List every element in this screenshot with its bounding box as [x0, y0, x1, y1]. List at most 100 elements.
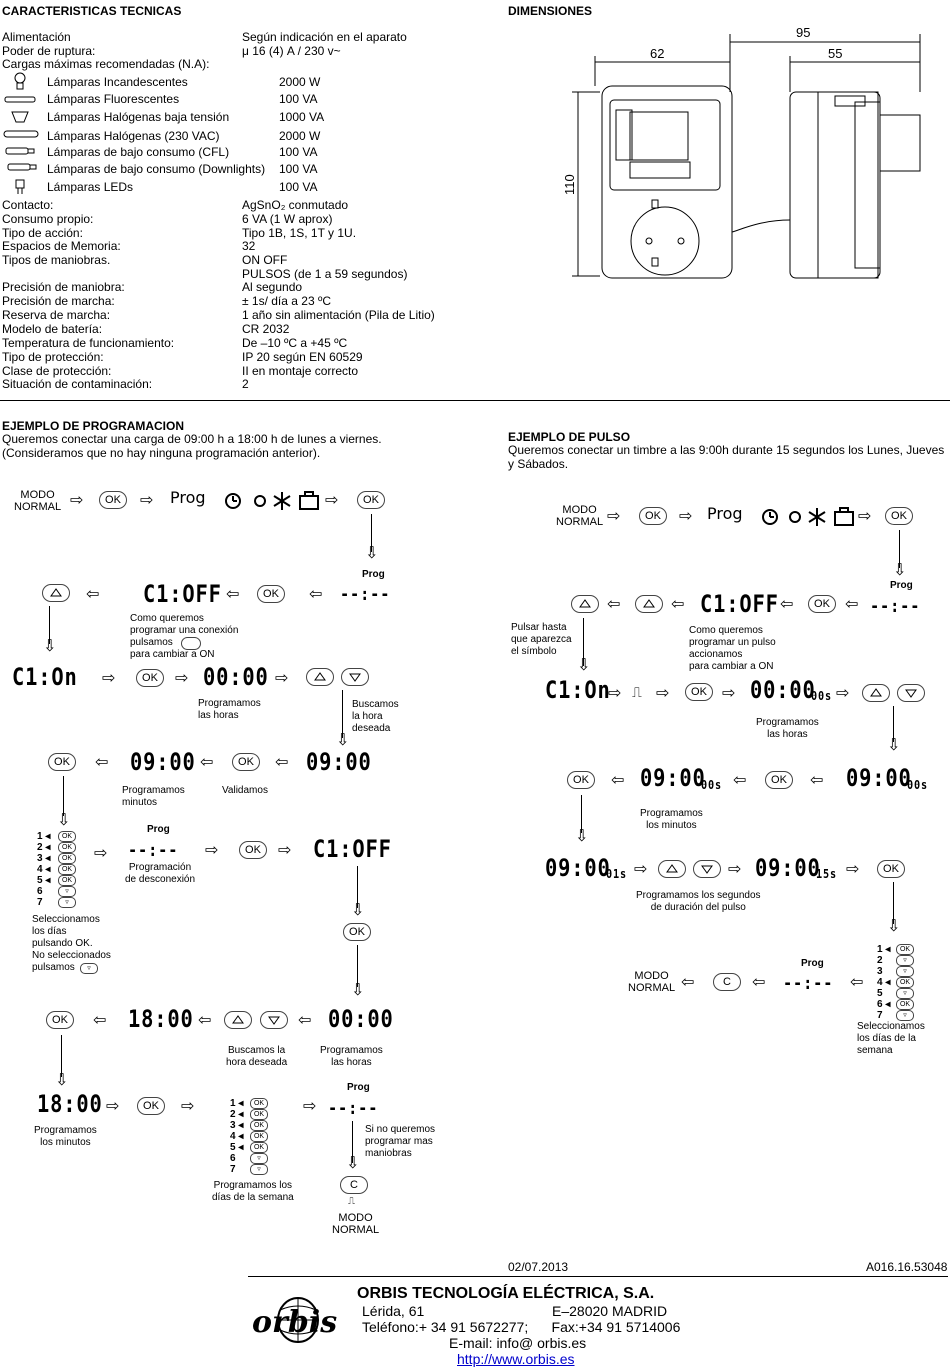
- ok-button[interactable]: OK: [99, 491, 127, 509]
- up-button[interactable]: [224, 1011, 252, 1029]
- mode-icons: [225, 491, 319, 510]
- ok-button-small: OK: [896, 999, 914, 1010]
- left-arrow-icon: ⇦: [733, 770, 747, 789]
- up-button[interactable]: [306, 668, 334, 686]
- dashes-display: --:--: [128, 840, 179, 861]
- ok-button[interactable]: OK: [877, 860, 905, 878]
- up-button[interactable]: [862, 684, 890, 702]
- down-arrow-icon: ⇩: [893, 560, 907, 579]
- footer-website-link[interactable]: http://www.orbis.es: [457, 1351, 575, 1367]
- load-value: 100 VA: [279, 180, 318, 194]
- ok-button[interactable]: OK: [808, 595, 836, 613]
- up-button[interactable]: [635, 595, 663, 613]
- left-arrow-icon: ⇦: [198, 1010, 212, 1029]
- ok-button[interactable]: OK: [765, 771, 793, 789]
- down-arrow-icon: ⇩: [351, 900, 365, 919]
- spec-label: Precisión de marcha:: [2, 294, 115, 308]
- down-button-small: ▿: [896, 1010, 914, 1021]
- up-button[interactable]: [658, 860, 686, 878]
- right-arrow-icon: ⇨: [679, 506, 693, 525]
- note-si-no: Si no queremos programar mas maniobras: [365, 1124, 436, 1159]
- day-number: 6: [230, 1153, 236, 1164]
- note-minutos3: Programamos los minutos: [640, 808, 703, 831]
- right-arrow-icon: ⇨: [140, 490, 154, 509]
- down-button-small: ▿: [58, 897, 76, 908]
- ok-button[interactable]: OK: [567, 771, 595, 789]
- ok-button[interactable]: OK: [232, 753, 260, 771]
- ok-button-small: OK: [896, 944, 914, 955]
- ok-button-small: OK: [58, 842, 76, 853]
- dashes-display: --:--: [870, 596, 921, 617]
- right-arrow-icon: ⇨: [728, 859, 742, 878]
- left-arrow-icon: ⇦: [200, 752, 214, 771]
- left-arrow-icon: ⇦: [607, 594, 621, 613]
- c-button[interactable]: C: [340, 1176, 368, 1194]
- prog-display: Prog: [707, 504, 743, 523]
- down-arrow-icon: ⇩: [887, 735, 901, 754]
- up-button[interactable]: [42, 584, 70, 602]
- left-arrow-icon: ⇦: [810, 770, 824, 789]
- right-arrow-icon: ⇨: [70, 490, 84, 509]
- right-arrow-icon: ⇨: [722, 683, 736, 702]
- up-button[interactable]: [571, 595, 599, 613]
- load-label: Lámparas Halógenas baja tensión: [47, 110, 230, 124]
- halogen-230-icon: [3, 130, 39, 138]
- ok-button[interactable]: OK: [257, 585, 285, 603]
- ok-button[interactable]: OK: [885, 507, 913, 525]
- ok-button[interactable]: OK: [46, 1011, 74, 1029]
- c1-off-display: C1:OFF: [700, 590, 779, 618]
- spec-value: 1 año sin alimentación (Pila de Litio): [242, 308, 435, 322]
- down-arrow-line: [61, 1035, 62, 1077]
- spec-value: PULSOS (de 1 a 59 segundos): [242, 267, 408, 281]
- day-number: 6: [877, 999, 883, 1010]
- note-dias: Seleccionamos los días pulsando OK. No s…: [32, 914, 111, 973]
- day-number: 3: [877, 966, 883, 977]
- down-button[interactable]: [341, 668, 369, 686]
- seconds-00-display: 00s: [701, 778, 722, 792]
- footer-divider: [248, 1276, 948, 1277]
- note-validamos: Validamos: [222, 785, 268, 796]
- down-button[interactable]: [897, 684, 925, 702]
- c-button[interactable]: C: [713, 973, 741, 991]
- ok-button-small: OK: [250, 1109, 268, 1120]
- ok-button[interactable]: OK: [136, 669, 164, 687]
- down-arrow-line: [63, 776, 64, 816]
- ok-button[interactable]: OK: [685, 683, 713, 701]
- down-arrow-line: [357, 866, 358, 908]
- prog-display: Prog: [170, 488, 206, 507]
- down-arrow-icon: ⇩: [43, 636, 57, 655]
- prog-small-label: Prog: [890, 580, 913, 591]
- spec-label: Reserva de marcha:: [2, 308, 111, 322]
- dim-height-110: 110: [562, 174, 577, 195]
- right-arrow-icon: ⇨: [106, 1096, 120, 1115]
- ok-button[interactable]: OK: [137, 1097, 165, 1115]
- down-arrow-line: [49, 606, 50, 644]
- spec-value: AgSnO₂ conmutado: [242, 198, 349, 212]
- prog-small-label: Prog: [147, 824, 170, 835]
- spec-value: 32: [242, 239, 256, 253]
- spec-value: μ 16 (4) A / 230 v~: [242, 44, 341, 58]
- time-0900-display: 09:00: [640, 764, 706, 792]
- down-button[interactable]: [693, 860, 721, 878]
- right-arrow-icon: ⇨: [836, 683, 850, 702]
- spec-value: De –10 ºC a +45 ºC: [242, 336, 348, 350]
- pulse-example-title: EJEMPLO DE PULSO: [508, 430, 631, 444]
- down-button-small: ▿: [896, 955, 914, 966]
- load-value: 1000 VA: [279, 110, 325, 124]
- ok-button[interactable]: OK: [239, 841, 267, 859]
- down-button[interactable]: [260, 1011, 288, 1029]
- ok-button[interactable]: OK: [343, 923, 371, 941]
- right-arrow-icon: ⇨: [275, 668, 289, 687]
- note-horas2: Programamos las horas: [320, 1045, 383, 1068]
- modo-normal-label: MODO NORMAL: [14, 489, 62, 513]
- ok-button[interactable]: OK: [48, 753, 76, 771]
- time-0900-display: 09:00: [130, 748, 196, 776]
- ok-button[interactable]: OK: [357, 491, 385, 509]
- spec-label: Espacios de Memoria:: [2, 239, 121, 253]
- orbis-logo: orbis: [252, 1297, 337, 1343]
- right-arrow-icon: ⇨: [608, 683, 622, 702]
- right-arrow-icon: ⇨: [175, 668, 189, 687]
- down-arrow-icon: ⇩: [336, 730, 350, 749]
- pulse-icon: ⎍: [348, 1196, 355, 1207]
- ok-button[interactable]: OK: [639, 507, 667, 525]
